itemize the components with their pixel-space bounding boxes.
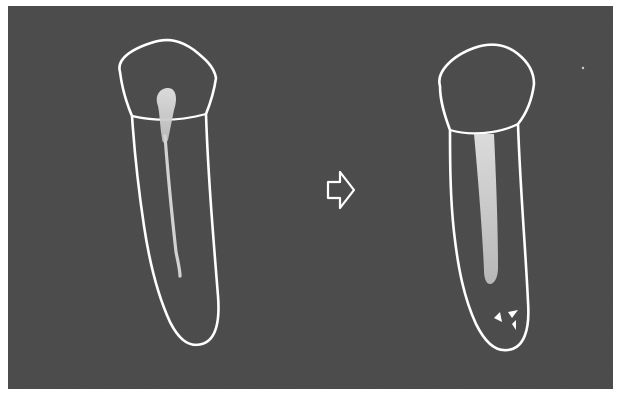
diagram-frame: [8, 6, 613, 389]
tooth-comparison-diagram: [8, 6, 613, 389]
speck: [582, 67, 584, 69]
